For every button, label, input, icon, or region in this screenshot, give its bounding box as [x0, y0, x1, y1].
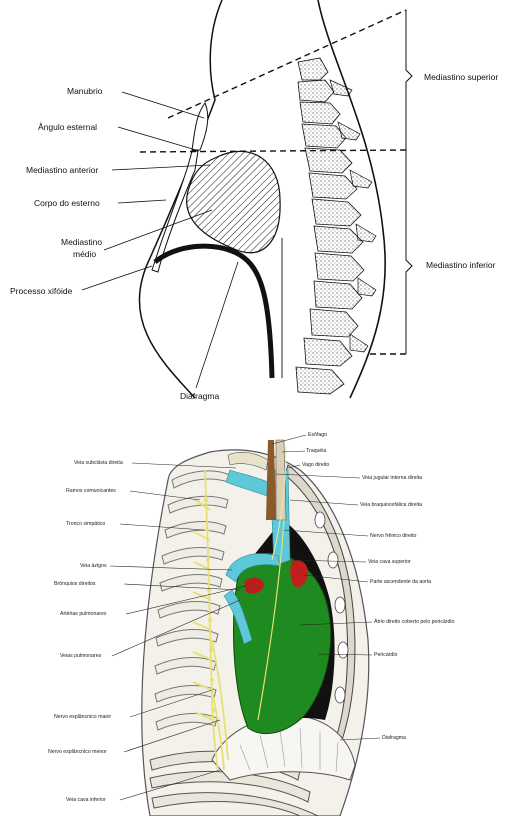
label-esofago: Esôfago — [308, 432, 327, 438]
label-diafragma: Diafragma — [180, 391, 219, 401]
bracket-superior — [406, 10, 412, 150]
label-pericardio: Pericárdio — [374, 652, 397, 658]
esophagus — [266, 440, 276, 520]
label-veia-cava-superior: Veia cava superior — [368, 559, 411, 565]
inferior-boundary-dashed — [140, 150, 406, 152]
bracket-inferior — [406, 150, 412, 354]
vertebra-label-5: 5 — [325, 159, 330, 168]
label-aorta-ascendente: Parte ascendente da aorta — [370, 579, 431, 585]
vertebra-label-t1: T1 — [308, 68, 319, 78]
label-angulo-esternal: Ângulo esternal — [38, 122, 97, 132]
label-bronquios: Brônquios direitos — [54, 581, 96, 587]
label-processo-xifoide: Processo xifóide — [10, 286, 73, 296]
label-diafragma-bottom: Diafragma — [382, 735, 406, 741]
label-atrio: Átrio direito coberto pelo pericárdio — [374, 618, 455, 625]
label-veias-pulmonares: Veias pulmonares — [60, 653, 102, 659]
label-arterias-pulmonares: Artérias pulmonares — [60, 611, 107, 617]
label-ramos-comunicantes: Ramos comunicantes — [66, 488, 116, 494]
bottom-diagram: Veia subclávia direita Ramos comunicante… — [48, 432, 455, 816]
diaphragm-curve — [155, 246, 272, 378]
label-manubrio: Manubrio — [67, 86, 103, 96]
label-vago: Vago direito — [302, 462, 329, 468]
label-mediastino-medio-2: médio — [73, 249, 96, 259]
superior-boundary-dashed — [168, 10, 406, 118]
label-mediastino-anterior: Mediastino anterior — [26, 165, 98, 175]
vertebra-label-4: 4 — [326, 133, 331, 142]
label-traqueia: Traquéia — [306, 448, 326, 454]
middle-mediastinum-area — [187, 151, 280, 252]
label-corpo-esterno: Corpo do esterno — [34, 198, 100, 208]
label-veia-cava-inferior: Veia cava inferior — [66, 797, 106, 803]
label-nervo-esplancnico-maior: Nervo esplâncnico maior — [54, 714, 111, 720]
label-mediastino-superior: Mediastino superior — [424, 72, 498, 82]
label-nervo-frenico: Nervo frênico direito — [370, 533, 417, 539]
top-diagram: T1 4 5 T12 Manubrio Ângulo esternal Medi… — [10, 0, 498, 401]
label-veia-azigos: Veia ázigos — [80, 563, 107, 569]
label-tronco-simpatico: Tronco simpático — [66, 521, 105, 527]
label-nervo-esplancnico-menor: Nervo esplâncnico menor — [48, 749, 107, 755]
label-veia-jugular: Veia jugular interna direita — [362, 475, 422, 481]
label-veia-subclavia: Veia subclávia direita — [74, 460, 123, 466]
vertebra-label-t12: T12 — [304, 342, 320, 352]
label-mediastino-inferior: Mediastino inferior — [426, 260, 496, 270]
label-veia-braquiocefalica: Veia braquiocefálica direita — [360, 502, 422, 508]
label-mediastino-medio-1: Mediastino — [61, 237, 102, 247]
